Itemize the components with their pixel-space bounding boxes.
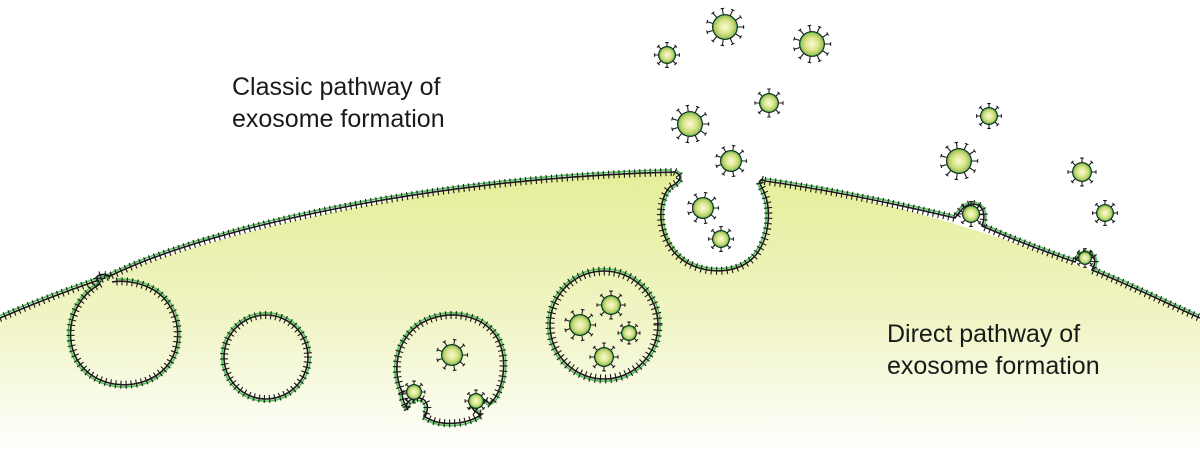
exosomes [402,7,1118,413]
exosome [589,342,619,372]
classic-pathway-label-line1: Classic pathway of [232,73,441,101]
endosome-forming [66,277,182,389]
exosome [671,104,710,144]
exosome [940,141,979,181]
exosome [1075,248,1095,268]
exosome [617,321,641,345]
exosome [1092,200,1118,226]
classic-pathway-label-line2: exosome formation [232,105,445,133]
classic-pathway-label: Classic pathway of exosome formation [232,71,445,135]
membranes [0,168,1200,428]
exosome [715,144,748,178]
exosome [564,308,597,342]
endosome [219,310,312,404]
exosome [654,42,680,68]
direct-pathway-label-line2: exosome formation [887,352,1100,380]
exosome [793,24,832,64]
exosome [596,290,626,320]
exosome [1067,157,1097,187]
exosome [976,103,1002,129]
direct-pathway-label: Direct pathway of exosome formation [887,318,1100,382]
exosome [958,201,984,227]
exosome [464,389,488,413]
exosome [436,338,469,372]
multivesicular-body [545,266,663,384]
direct-pathway-label-line1: Direct pathway of [887,320,1081,348]
cytoplasm [0,172,1200,454]
exosome [687,191,720,225]
plasma-membrane-release-pocket [656,168,773,275]
exosome [708,226,734,252]
exosome [754,88,784,118]
exosome [402,380,426,404]
exosome [706,7,745,47]
plasma-membrane-right [763,176,1200,322]
